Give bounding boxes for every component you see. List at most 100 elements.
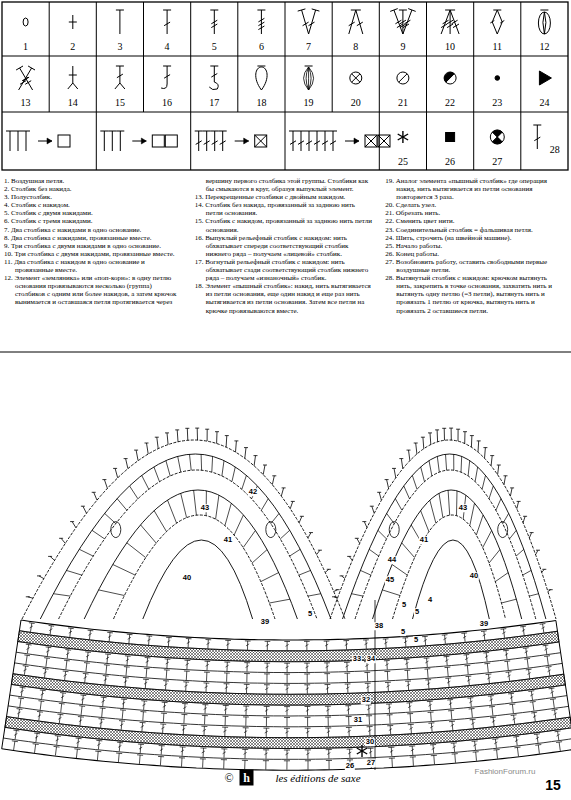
stitch-bar <box>407 713 413 714</box>
stitch-slash <box>473 744 476 746</box>
stitch-bar <box>422 636 428 637</box>
stitch-slash <box>286 644 289 646</box>
stitch-slash <box>545 648 548 650</box>
stitch-stem <box>348 706 349 715</box>
stitch-bar <box>92 492 96 493</box>
arrow-head <box>354 138 359 144</box>
stitch-stem <box>202 759 203 768</box>
circle-symbol <box>397 72 409 84</box>
asterisk-symbol <box>357 748 367 754</box>
stitch-stem <box>204 726 205 735</box>
stitch-bar <box>384 671 390 672</box>
stitch-stem <box>246 674 247 683</box>
stitch-slash <box>212 141 218 145</box>
stitch-bar <box>185 660 191 661</box>
stitch-slash <box>554 713 557 715</box>
stitch-slash <box>265 731 268 733</box>
stitch-stem <box>104 131 105 151</box>
stitch-stem <box>242 475 247 489</box>
stitch-bar <box>523 647 529 649</box>
stitch-stem <box>165 681 167 690</box>
stitch-bar <box>104 664 110 666</box>
stitch-bar <box>399 10 407 11</box>
picot-stem <box>536 550 538 554</box>
stitch-stem <box>439 493 443 517</box>
stitch-bar <box>445 667 451 669</box>
stitch-stem <box>104 676 106 685</box>
stitch-bar <box>117 742 123 744</box>
stitch-bar <box>555 730 561 732</box>
stitch-bar <box>24 654 30 656</box>
stitch-slash <box>306 753 309 755</box>
stitch-bar <box>305 749 311 750</box>
stitch-line <box>69 22 77 23</box>
stitch-line <box>540 10 548 11</box>
stitch-slash <box>146 661 149 663</box>
row-number: 5 <box>413 636 419 644</box>
stitch-stem <box>486 653 488 662</box>
stitch-slash <box>258 26 264 30</box>
stitch-bar <box>160 723 166 724</box>
stitch-bar <box>59 703 65 705</box>
stitch-slash <box>147 639 150 641</box>
stitch-bar <box>494 749 500 751</box>
stitch-arch <box>40 454 331 619</box>
legend-text: 14. Столбик без накида, провязанный за з… <box>195 201 374 217</box>
stitch-slash <box>211 20 217 24</box>
stitch-bar <box>57 714 63 716</box>
table-line <box>143 2 144 112</box>
stitch-stem <box>186 660 188 669</box>
stitch-bar <box>204 672 210 673</box>
legend-list: 1. Воздушная петля.2. Столбик без накида… <box>4 177 564 315</box>
stitch-stem <box>507 661 508 670</box>
picot-stem <box>484 448 486 459</box>
stitch-bar <box>125 655 131 657</box>
symbol-number: 22 <box>445 98 455 108</box>
stitch-bar <box>344 662 350 663</box>
stitch-stem <box>456 491 458 516</box>
stitch-slash <box>79 720 82 722</box>
symbol-number: 10 <box>445 42 455 52</box>
chain-arch <box>330 440 556 619</box>
symbol-number: 28 <box>550 145 560 155</box>
stitch-slash <box>390 750 393 752</box>
stitch-bar <box>347 556 351 557</box>
stitch-slash <box>183 707 186 709</box>
symbol-number: 4 <box>165 42 170 52</box>
stitch-stem <box>154 467 160 482</box>
stitch-bar <box>116 66 124 67</box>
stitch-stem <box>161 746 163 755</box>
stitch-stem <box>428 680 430 689</box>
stitch-bar <box>297 131 305 132</box>
stitch-bar <box>363 639 369 640</box>
stitch-stem <box>451 711 453 720</box>
stitch-stem <box>327 663 328 672</box>
stitch-stem <box>27 645 28 654</box>
stitch-stem <box>207 640 208 649</box>
stitch-bar <box>223 716 229 717</box>
stitch-slash <box>286 666 289 668</box>
picot-stem <box>416 443 417 454</box>
stitch-stem <box>97 751 99 760</box>
stitch-slash <box>447 24 453 28</box>
row-number: 4 <box>427 596 433 604</box>
stitch-slash <box>245 709 248 711</box>
stitch-bar <box>264 706 270 707</box>
stitch-stem <box>329 761 330 770</box>
popcorn-symbol <box>111 522 121 538</box>
stitch-bar <box>501 628 507 630</box>
picot-stem <box>430 433 432 445</box>
stitch-bar <box>264 717 270 718</box>
stitch-line <box>365 135 377 147</box>
stitch-stem <box>327 674 328 683</box>
symbol-number: 17 <box>209 98 219 108</box>
stitch-stem <box>387 672 388 681</box>
table-line <box>473 112 474 170</box>
page-number: 15 <box>545 778 561 792</box>
stitch-stem <box>214 66 215 82</box>
stitch-bar <box>326 749 332 750</box>
legend-text: 24. Шить, строчить (на швейной машине). <box>385 234 564 242</box>
stitch-slash <box>139 747 142 749</box>
stitch-stem <box>299 570 311 575</box>
stitch-stem <box>20 68 33 90</box>
